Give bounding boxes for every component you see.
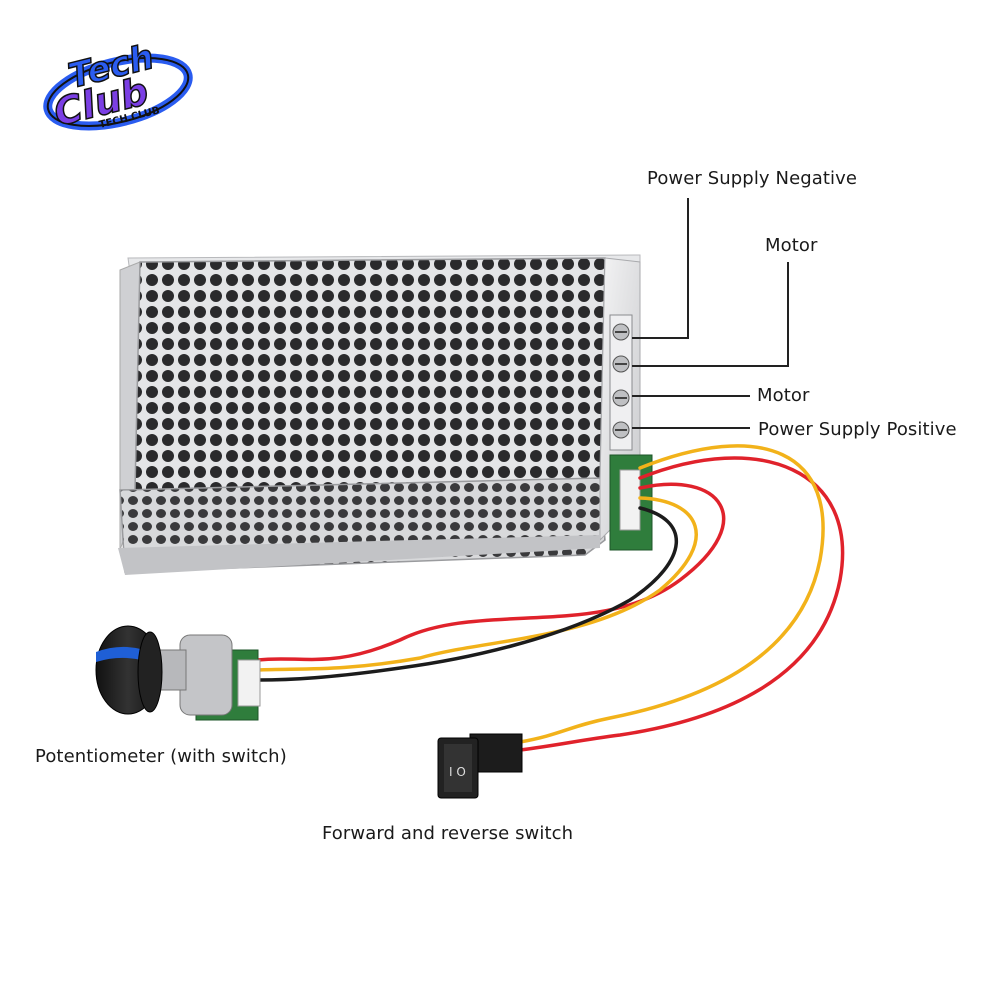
wire-yellow-pot (256, 496, 698, 672)
wire-yellow-switch (518, 444, 825, 744)
potentiometer (95, 625, 261, 721)
leader-motor-top (632, 262, 789, 367)
label-forward-reverse-switch: Forward and reverse switch (322, 823, 574, 844)
wire-red-switch (518, 456, 845, 752)
label-potentiometer: Potentiometer (with switch) (35, 746, 287, 767)
wire-red-pot (256, 482, 726, 662)
label-power-supply-positive: Power Supply Positive (758, 419, 957, 440)
rocker-switch-icon: I O (437, 733, 523, 799)
leader-lines (632, 198, 789, 429)
knob-icon (95, 625, 163, 715)
svg-text:I O: I O (449, 765, 466, 779)
wires-to-potentiometer (256, 482, 726, 682)
label-motor-top: Motor (765, 235, 818, 256)
tech-club-logo: Tech Club TECH CLUB (43, 36, 193, 135)
wire-black-pot (256, 506, 679, 682)
label-motor-bottom: Motor (757, 385, 810, 406)
label-power-supply-negative: Power Supply Negative (647, 168, 858, 189)
wires-to-switch (518, 444, 845, 752)
leader-power-negative (632, 198, 689, 339)
controller-connector-board (609, 454, 653, 551)
screw-terminal-icon (609, 314, 633, 451)
controller-chassis (118, 254, 641, 575)
